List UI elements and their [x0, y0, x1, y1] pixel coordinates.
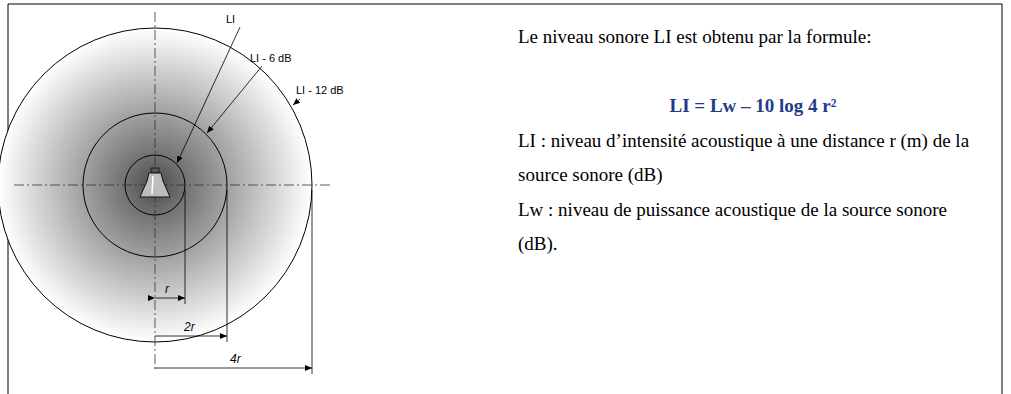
level-label: LI — [226, 13, 235, 26]
dimension-label: 4r — [230, 352, 241, 366]
leader-line — [177, 27, 240, 163]
leader-line — [293, 99, 300, 105]
text-paragraph: LI : niveau d’intensité acoustique à une… — [518, 124, 988, 192]
dimension-line — [155, 368, 312, 369]
dimension-line — [155, 336, 227, 337]
speaker-symbol — [140, 168, 170, 197]
text-paragraph: Lw : niveau de puissance acoustique de l… — [518, 193, 988, 261]
leader-line — [207, 66, 262, 133]
dimension-label: 2r — [184, 320, 195, 334]
level-label: LI - 12 dB — [296, 84, 344, 97]
formula: LI = Lw – 10 log 4 r² — [518, 89, 988, 123]
extension-line — [312, 190, 313, 374]
dimension-label: r — [165, 282, 169, 296]
text-paragraph: Le niveau sonore LI est obtenu par la fo… — [518, 20, 988, 54]
extension-line — [185, 190, 186, 304]
axis — [14, 185, 330, 186]
dimension-line — [155, 298, 185, 299]
level-label: LI - 6 dB — [250, 52, 292, 65]
extension-line — [227, 190, 228, 342]
